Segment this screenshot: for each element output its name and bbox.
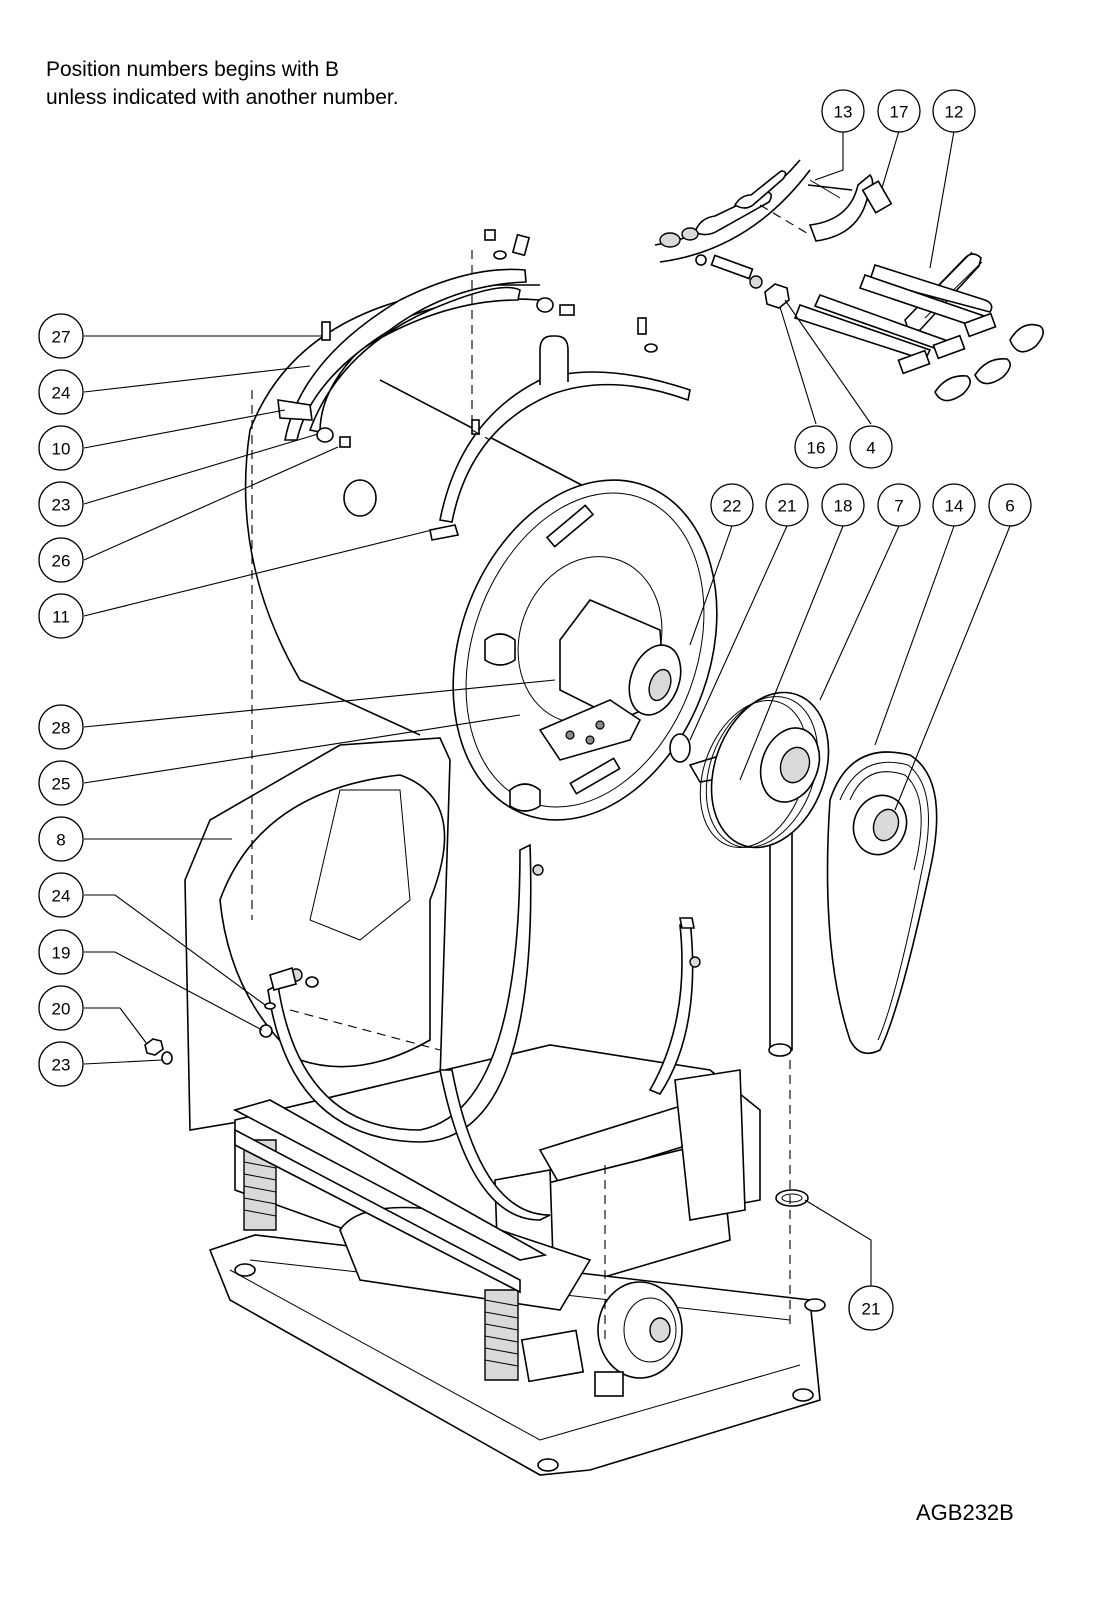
heater-element-3	[793, 293, 947, 361]
svg-text:4: 4	[866, 439, 875, 458]
svg-text:8: 8	[56, 831, 65, 850]
callout-23-bottom: 23	[38, 1041, 84, 1087]
callout-22: 22	[710, 483, 754, 527]
callout-17: 17	[877, 89, 921, 133]
drawing-note: Position numbers begins with B unless in…	[46, 56, 399, 112]
callout-14: 14	[932, 483, 976, 527]
callout-26: 26	[38, 537, 84, 583]
leader-lines	[83, 130, 1011, 1286]
svg-text:17: 17	[890, 103, 909, 122]
svg-text:20: 20	[52, 1000, 71, 1019]
note-line-2: unless indicated with another number.	[46, 86, 399, 109]
svg-text:12: 12	[945, 103, 964, 122]
callout-6: 6	[988, 483, 1032, 527]
svg-text:24: 24	[52, 887, 71, 906]
callout-24-top: 24	[38, 369, 84, 415]
callout-4: 4	[849, 425, 893, 469]
spring-right	[484, 1289, 519, 1381]
svg-text:26: 26	[52, 552, 71, 571]
svg-text:10: 10	[52, 440, 71, 459]
svg-text:7: 7	[894, 497, 903, 516]
callout-8: 8	[38, 816, 84, 862]
callout-25: 25	[38, 760, 84, 806]
svg-text:24: 24	[52, 384, 71, 403]
callout-23-top: 23	[38, 481, 84, 527]
callout-10: 10	[38, 425, 84, 471]
callout-13: 13	[821, 89, 865, 133]
callout-16: 16	[794, 425, 838, 469]
callout-11: 11	[38, 593, 84, 639]
drawing-code: AGB232B	[916, 1500, 1014, 1525]
svg-text:23: 23	[52, 1056, 71, 1075]
svg-text:18: 18	[834, 497, 853, 516]
callout-20: 20	[38, 985, 84, 1031]
callout-7: 7	[877, 483, 921, 527]
alignment-lines	[251, 250, 791, 1345]
svg-text:19: 19	[52, 944, 71, 963]
svg-text:21: 21	[862, 1300, 881, 1319]
nut-washer-group	[144, 1002, 276, 1065]
note-line-1: Position numbers begins with B	[46, 58, 339, 81]
svg-text:27: 27	[52, 328, 71, 347]
callout-19: 19	[38, 929, 84, 975]
heater-element-2	[858, 263, 993, 331]
callout-12: 12	[932, 89, 976, 133]
svg-text:11: 11	[52, 608, 70, 627]
frame-assembly	[184, 737, 826, 1476]
heating-element-group	[654, 159, 1044, 402]
callout-21-bottom: 21	[848, 1285, 894, 1331]
callout-21-top: 21	[765, 483, 809, 527]
svg-text:28: 28	[52, 719, 71, 738]
svg-text:21: 21	[778, 497, 797, 516]
callout-28: 28	[38, 704, 84, 750]
svg-text:22: 22	[723, 497, 742, 516]
callout-24-bottom: 24	[38, 872, 84, 918]
callout-27: 27	[38, 313, 84, 359]
svg-text:16: 16	[807, 439, 826, 458]
callout-18: 18	[821, 483, 865, 527]
drum-assembly	[244, 229, 938, 1207]
svg-text:25: 25	[52, 775, 71, 794]
svg-text:14: 14	[945, 497, 964, 516]
svg-text:6: 6	[1005, 497, 1014, 516]
svg-text:13: 13	[834, 103, 853, 122]
svg-text:23: 23	[52, 496, 71, 515]
